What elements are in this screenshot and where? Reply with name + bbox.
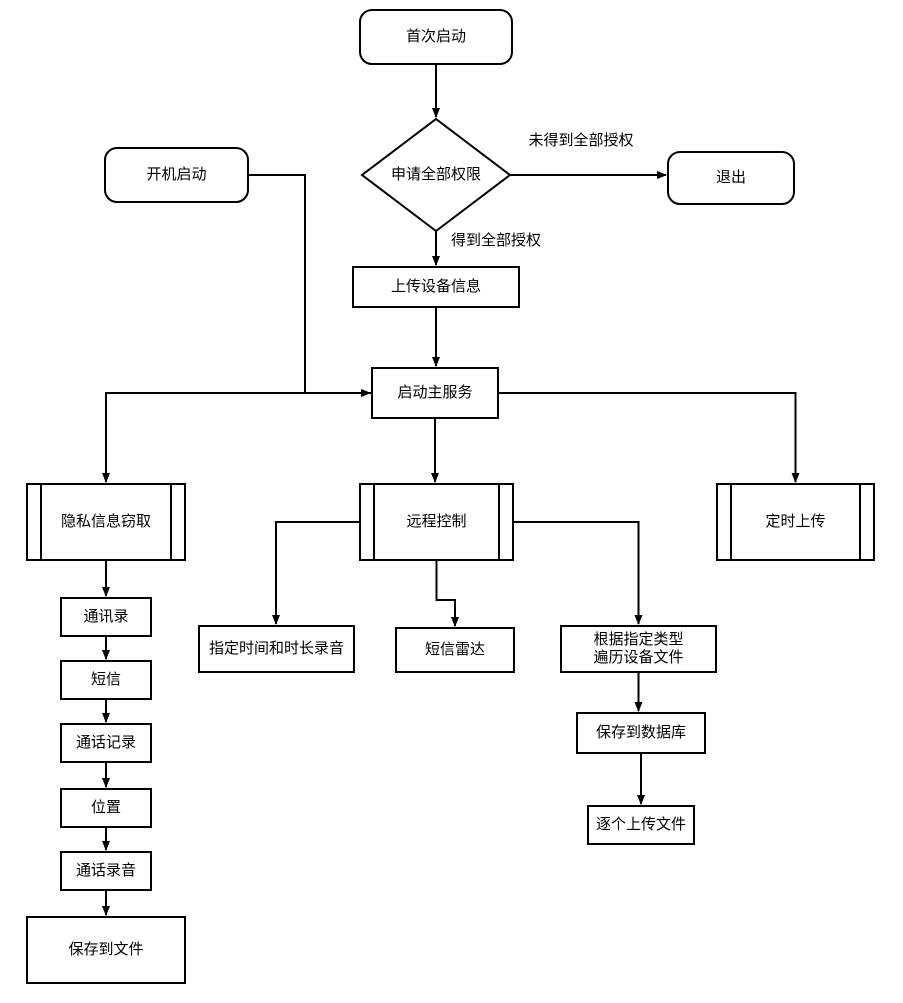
process-shape <box>26 916 186 984</box>
node-traverse_files[interactable]: 根据指定类型遍历设备文件 <box>560 625 717 673</box>
node-label: 隐私信息窃取 <box>61 513 151 530</box>
process-shape <box>60 597 152 637</box>
edge-main_service-to-timed_upload <box>498 392 800 483</box>
node-label: 短信雷达 <box>425 641 485 658</box>
node-label: 保存到文件 <box>68 941 143 958</box>
node-contacts[interactable]: 通讯录 <box>60 597 152 637</box>
node-label: 定时上传 <box>765 513 825 530</box>
process-shape <box>560 625 717 673</box>
subroutine-shape <box>716 483 875 561</box>
node-request_perms[interactable]: 申请全部权限 <box>360 117 512 233</box>
node-label: 申请全部权限 <box>391 165 481 183</box>
subroutine-shape <box>26 483 186 561</box>
edge-boot_launch-to-main_service <box>248 174 371 397</box>
node-label: 退出 <box>716 169 746 186</box>
node-timed_recording[interactable]: 指定时间和时长录音 <box>198 625 355 673</box>
node-save_to_file[interactable]: 保存到文件 <box>26 916 186 984</box>
node-boot_launch[interactable]: 开机启动 <box>104 147 249 203</box>
node-label: 逐个上传文件 <box>596 816 686 833</box>
node-label: 短信 <box>91 671 121 688</box>
edge-label-label_grant: 得到全部授权 <box>451 231 541 249</box>
node-main_service[interactable]: 启动主服务 <box>371 367 499 419</box>
node-label: 启动主服务 <box>397 384 472 401</box>
node-label: 上传设备信息 <box>391 278 481 295</box>
process-shape <box>60 788 152 828</box>
node-privacy_steal[interactable]: 隐私信息窃取 <box>26 483 186 561</box>
node-label: 根据指定类型遍历设备文件 <box>593 631 683 666</box>
process-shape <box>395 627 515 673</box>
node-location[interactable]: 位置 <box>60 788 152 828</box>
process-shape <box>60 851 152 891</box>
node-timed_upload[interactable]: 定时上传 <box>716 483 875 561</box>
node-call_recording[interactable]: 通话录音 <box>60 851 152 891</box>
node-label: 远程控制 <box>406 513 466 530</box>
node-first_launch[interactable]: 首次启动 <box>359 9 513 65</box>
process-shape <box>60 723 152 763</box>
node-label: 保存到数据库 <box>596 724 686 741</box>
node-remote_control[interactable]: 远程控制 <box>359 483 514 561</box>
node-sms_radar[interactable]: 短信雷达 <box>395 627 515 673</box>
process-shape <box>352 266 520 308</box>
edge-remote_control-to-traverse_files <box>513 521 643 625</box>
terminal-shape <box>359 9 513 65</box>
node-save_to_db[interactable]: 保存到数据库 <box>576 712 706 754</box>
edge-main_service-to-privacy_steal <box>102 392 372 483</box>
process-shape <box>587 805 695 845</box>
node-upload_device[interactable]: 上传设备信息 <box>352 266 520 308</box>
node-label: 指定时间和时长录音 <box>209 640 344 657</box>
edges-layer <box>102 64 800 916</box>
edge-remote_control-to-timed_recording <box>272 521 360 625</box>
node-label: 首次启动 <box>406 28 466 45</box>
node-label: 通讯录 <box>83 608 128 625</box>
node-label: 开机启动 <box>146 166 206 183</box>
node-label: 通话录音 <box>76 862 136 879</box>
terminal-shape <box>667 151 795 205</box>
process-shape <box>576 712 706 754</box>
edge-remote_control-to-sms_radar <box>435 560 459 627</box>
node-upload_one_by_one[interactable]: 逐个上传文件 <box>587 805 695 845</box>
terminal-shape <box>104 147 249 203</box>
node-exit[interactable]: 退出 <box>667 151 795 205</box>
subroutine-shape <box>359 483 514 561</box>
process-shape <box>371 367 499 419</box>
node-sms[interactable]: 短信 <box>60 660 152 700</box>
node-label: 通话记录 <box>76 734 136 751</box>
edge-label-label_deny: 未得到全部授权 <box>528 131 633 149</box>
process-shape <box>198 625 355 673</box>
node-call_log[interactable]: 通话记录 <box>60 723 152 763</box>
process-shape <box>60 660 152 700</box>
decision-shape <box>360 117 512 233</box>
node-label: 位置 <box>91 799 121 816</box>
